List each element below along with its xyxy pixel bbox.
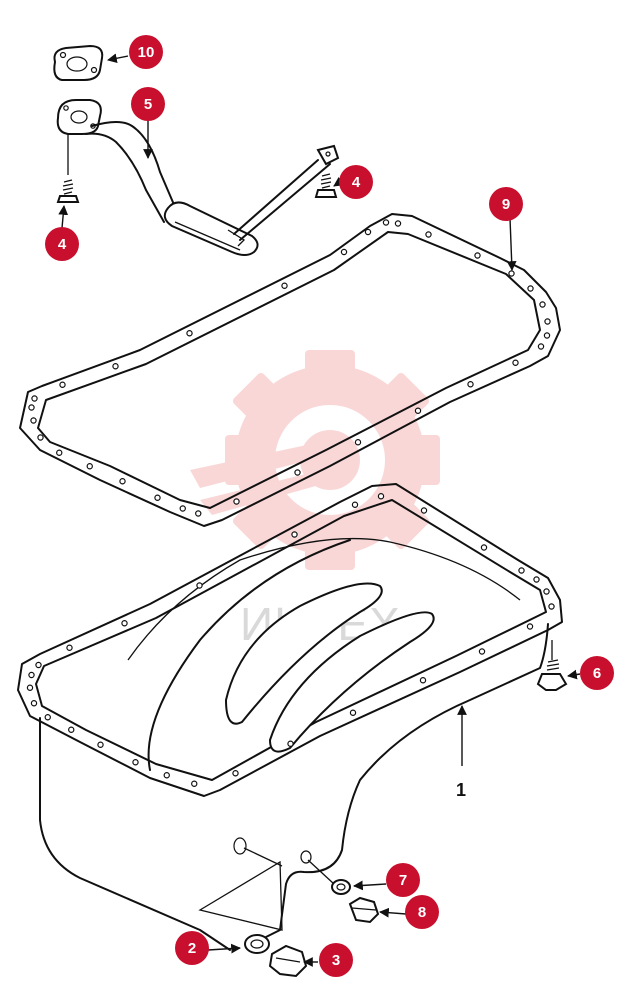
gasket-bolt-hole: [474, 252, 481, 259]
gasket-bolt-hole: [537, 343, 545, 350]
callout-2-label: 2: [188, 940, 196, 957]
gasket-bolt-hole: [37, 434, 44, 441]
gasket-bolt-hole: [86, 463, 93, 470]
callout-7: 7: [386, 863, 420, 897]
pan-bolt-hole: [66, 644, 73, 651]
callout-6: 6: [580, 656, 614, 690]
gasket-bolt-hole: [508, 270, 515, 277]
pan-bolt-hole: [349, 709, 357, 716]
gasket-bolt-hole: [512, 359, 519, 366]
part-4-bolt-right: [314, 173, 338, 198]
gasket-bolt-hole: [28, 404, 35, 411]
part-2-washer: [244, 934, 270, 954]
gasket-bolt-hole: [543, 332, 551, 339]
gasket-bolt-hole: [382, 219, 390, 226]
pan-bolt-hole: [196, 582, 203, 589]
watermark-gear-logo: [190, 350, 440, 570]
callout-3: 3: [319, 943, 353, 977]
pan-bolt-hole: [232, 770, 239, 777]
callout-3-label: 3: [332, 952, 340, 969]
callout-5: 5: [131, 87, 165, 121]
pan-bolt-hole: [44, 714, 51, 721]
pan-bolt-hole: [28, 671, 35, 679]
pan-bolt-hole: [533, 576, 540, 583]
gasket-bolt-hole: [425, 231, 432, 238]
gasket-bolt-hole: [59, 381, 66, 388]
callout-7-label: 7: [399, 872, 407, 889]
callout-6-label: 6: [593, 665, 601, 682]
callout-10-label: 10: [138, 44, 155, 61]
gasket-bolt-hole: [354, 439, 362, 446]
pan-bolt-hole: [518, 567, 525, 574]
callout-8: 8: [405, 895, 439, 929]
callout-10: 10: [129, 35, 163, 69]
gasket-bolt-hole: [539, 301, 546, 308]
label-1: 1: [456, 780, 466, 800]
pan-bolt-hole: [287, 740, 294, 747]
gasket-bolt-hole: [112, 363, 119, 370]
gasket-bolt-hole: [233, 498, 240, 505]
callout-2: 2: [175, 931, 209, 965]
part-7-washer: [331, 879, 351, 895]
pan-bolt-hole: [478, 648, 486, 655]
pan-bolt-hole: [526, 623, 534, 630]
pan-bolt-hole: [351, 501, 359, 508]
gasket-bolt-hole: [30, 417, 37, 424]
gasket-bolt-hole: [186, 330, 193, 337]
callout-4-right-label: 4: [352, 174, 361, 191]
pan-bolt-hole: [548, 603, 555, 610]
leader-lines: [58, 53, 581, 967]
gasket-bolt-hole: [179, 505, 186, 512]
gasket-bolt-hole: [527, 285, 534, 292]
part-4-bolt-left: [56, 179, 80, 203]
pan-bolt-hole: [480, 544, 488, 551]
pan-bolt-hole: [419, 677, 427, 684]
gasket-bolt-hole: [119, 478, 126, 485]
pan-bolt-hole: [30, 700, 38, 707]
gasket-bolt-hole: [56, 449, 63, 456]
callout-4-left-label: 4: [58, 236, 67, 253]
gasket-bolt-hole: [154, 494, 161, 501]
gasket-bolt-hole: [414, 407, 422, 414]
gasket-bolt-hole: [394, 220, 402, 227]
part-9-oil-pan-gasket: [19, 213, 561, 527]
part-5-oil-pickup-tube: [56, 99, 340, 256]
pan-bolt-hole: [121, 620, 128, 627]
gasket-bolt-hole: [195, 510, 202, 517]
gasket-bolt-hole: [31, 395, 38, 402]
gasket-bolt-hole: [340, 248, 348, 256]
pan-bolt-hole: [420, 507, 428, 514]
pan-bolt-hole: [68, 726, 75, 733]
gasket-bolt-hole: [364, 228, 372, 236]
pan-bolt-hole: [132, 759, 139, 766]
callout-8-label: 8: [418, 904, 426, 921]
pan-bolt-hole: [543, 588, 550, 595]
callout-9-label: 9: [502, 196, 510, 213]
pan-bolt-hole: [97, 741, 104, 748]
pan-bolt-hole: [26, 684, 34, 691]
callout-5-label: 5: [144, 96, 152, 113]
pan-bolt-hole: [291, 531, 298, 538]
part-3-drain-plug: [268, 944, 308, 978]
part-10-flange-gasket: [53, 44, 104, 81]
callout-4-right: 4: [339, 165, 373, 199]
gasket-bolt-hole: [544, 318, 551, 325]
pan-bolt-hole: [377, 493, 385, 500]
gasket-bolt-hole: [294, 469, 301, 476]
callout-4-left: 4: [45, 227, 79, 261]
part-1-oil-pan: [17, 483, 563, 951]
gasket-bolt-hole: [467, 381, 474, 388]
pan-bolt-hole: [163, 772, 170, 779]
callout-9: 9: [489, 187, 523, 221]
gasket-bolt-hole: [281, 282, 288, 289]
part-8-drain-plug: [348, 896, 380, 924]
pan-bolt-hole: [191, 780, 198, 787]
part-6-bolt: [536, 640, 568, 691]
pan-bolt-hole: [35, 661, 42, 669]
